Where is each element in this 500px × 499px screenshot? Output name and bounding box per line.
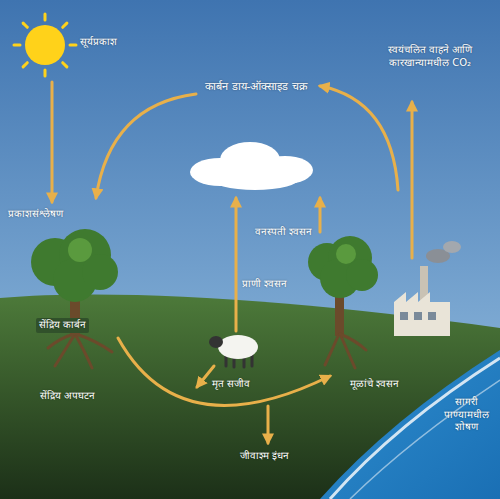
tree-canopy [308,236,378,298]
tree-roots [48,334,112,368]
process-label: स्वयंचलित वाहने आणि कारखान्यामधील CO₂ [372,44,488,69]
tree-highlight [68,238,92,262]
sheep [209,335,258,367]
sunlight-arrow [51,82,54,202]
window [414,312,422,320]
emission-arrow [411,102,414,258]
decay-arrow [118,338,330,405]
sheep-head [209,336,223,348]
factory [394,241,461,336]
smoke [443,241,461,253]
diagram-title: कार्बन डाय-ऑक्साइड चक्र [200,80,312,94]
sheep-body [218,335,258,359]
cycle-arc [96,94,196,198]
process-label: सूर्यप्रकाश [80,36,117,49]
flow-arrows [52,82,412,443]
process-label: सेंद्रिय कार्बन [36,318,89,333]
tree-highlight [336,244,356,264]
process-label: सेंद्रिय अपघटन [40,390,95,403]
process-label: मूळांचे श्वसन [350,378,399,391]
tree-roots [325,334,366,368]
factory-building [394,292,450,336]
cycle-arc [320,86,398,190]
process-label: सागरी पाण्यामधील शोषण [436,396,496,434]
plant-respiration-arrow [319,198,322,232]
process-label: मृत सजीव [212,378,250,391]
sea-wave [350,380,500,499]
process-label: जीवाश्म इंधन [240,450,289,463]
dead-organism-arrow [197,366,214,387]
sea [320,350,500,499]
right-tree [308,236,378,368]
sun [14,14,76,76]
left-tree [31,229,118,368]
sea-wave [330,358,500,499]
process-label: प्राणी श्वसन [242,278,287,291]
tree-canopy [31,229,118,302]
window [428,312,436,320]
fossil-fuel-arrow [267,406,270,443]
cloud [190,142,313,190]
sun-disc [25,25,65,65]
process-label: वनस्पती श्वसन [255,226,312,239]
process-label: प्रकाशसंश्लेषण [8,208,63,221]
animal-respiration-arrow [235,198,238,331]
window [400,312,408,320]
sun-rays [14,14,76,76]
